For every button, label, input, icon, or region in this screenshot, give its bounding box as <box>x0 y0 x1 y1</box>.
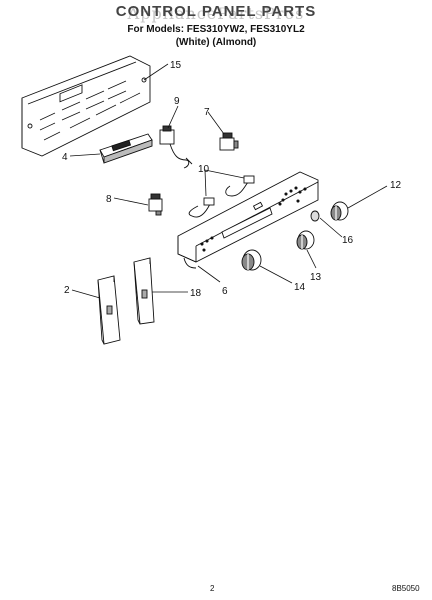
part-2-end-cap <box>97 275 121 345</box>
callout-7: 7 <box>204 107 210 118</box>
page-number: 2 <box>210 584 215 593</box>
callout-15: 15 <box>170 60 182 71</box>
diagram-title: CONTROL PANEL PARTS <box>115 3 317 20</box>
part-16-insert <box>310 210 320 222</box>
model-line: For Models: FES310YW2, FES310YL2 <box>127 24 305 35</box>
callout-14: 14 <box>294 282 306 293</box>
leader-lines <box>69 63 388 299</box>
callout-13: 13 <box>310 272 322 283</box>
callout-labels: 15 9 7 4 10 12 8 16 2 18 6 14 13 <box>62 60 402 299</box>
part-13-knob <box>296 230 315 250</box>
callout-10: 10 <box>198 164 210 175</box>
callout-8: 8 <box>106 194 112 205</box>
callout-9: 9 <box>174 96 180 107</box>
document-code: 8B5050 <box>392 584 420 593</box>
part-7-switch <box>219 132 239 151</box>
part-15-back-panel <box>21 55 151 157</box>
watermark-text: AppliancePartsPros <box>127 4 305 23</box>
callout-16: 16 <box>342 235 354 246</box>
part-10-wire-harness <box>188 175 255 218</box>
finish-line: (White) (Almond) <box>175 37 257 48</box>
callout-4: 4 <box>62 152 68 163</box>
callout-2: 2 <box>64 285 70 296</box>
part-8-switch <box>148 193 163 216</box>
part-9-switch <box>159 125 193 169</box>
part-6-control-panel <box>177 171 319 269</box>
callout-18: 18 <box>190 288 202 299</box>
callout-12: 12 <box>390 180 402 191</box>
part-14-knob <box>241 249 262 271</box>
part-12-knob <box>330 201 349 221</box>
part-4-clock <box>99 133 153 164</box>
callout-6: 6 <box>222 286 228 297</box>
part-18-end-cap <box>133 257 155 325</box>
